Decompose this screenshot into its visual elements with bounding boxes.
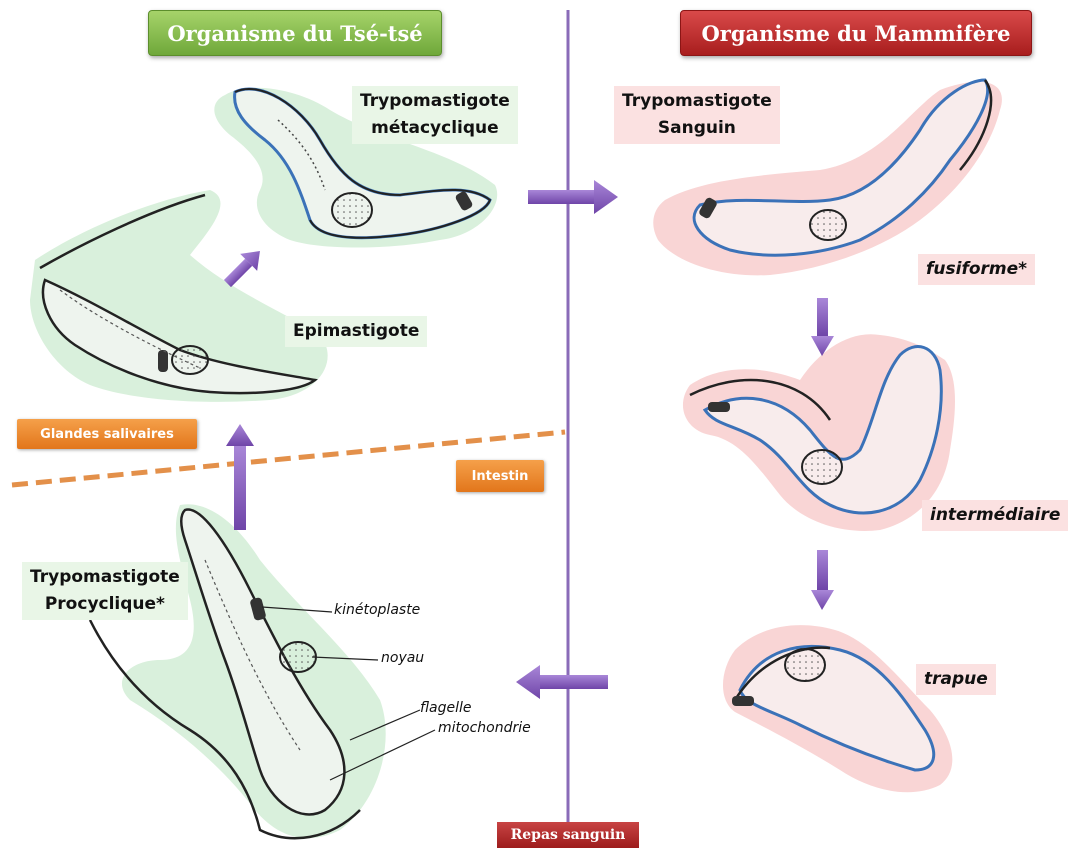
procyclic-label-line2: Procyclique* [30,591,180,618]
bloodstream-label-line1: Trypomastigote [622,88,772,115]
arrow-fusiform-to-intermediate [811,298,834,356]
mitochondrion-label: mitochondrie [438,720,531,736]
procyclic-label: Trypomastigote Procyclique* [22,562,188,620]
nucleus-label: noyau [381,650,424,666]
kinetoplast-label: kinétoplaste [334,602,420,618]
mammal-header: Organisme du Mammifère [680,10,1032,56]
flagellum-label: flagelle [420,700,472,716]
arrow-to-mammal [528,180,618,214]
stumpy-label: trapue [916,664,996,695]
arrow-procyclic-to-epi [226,424,254,530]
procyclic-label-line1: Trypomastigote [30,564,180,591]
arrow-intermediate-to-stumpy [811,550,834,610]
intestine-tag: Intestin [456,460,544,492]
intermediate-label: intermédiaire [922,500,1068,531]
tsetse-header: Organisme du Tsé-tsé [148,10,442,56]
metacyclic-label-line2: métacyclique [360,115,510,142]
arrow-to-tsetse [516,665,608,699]
bloodstream-label-line2: Sanguin [622,115,772,142]
metacyclic-label-line1: Trypomastigote [360,88,510,115]
bloodstream-label: Trypomastigote Sanguin [614,86,780,144]
epimastigote-label: Epimastigote [285,316,427,347]
salivary-glands-tag: Glandes salivaires [17,419,197,449]
fusiform-label: fusiforme* [918,254,1035,285]
blood-meal-tag: Repas sanguin [497,822,639,848]
metacyclic-label: Trypomastigote métacyclique [352,86,518,144]
